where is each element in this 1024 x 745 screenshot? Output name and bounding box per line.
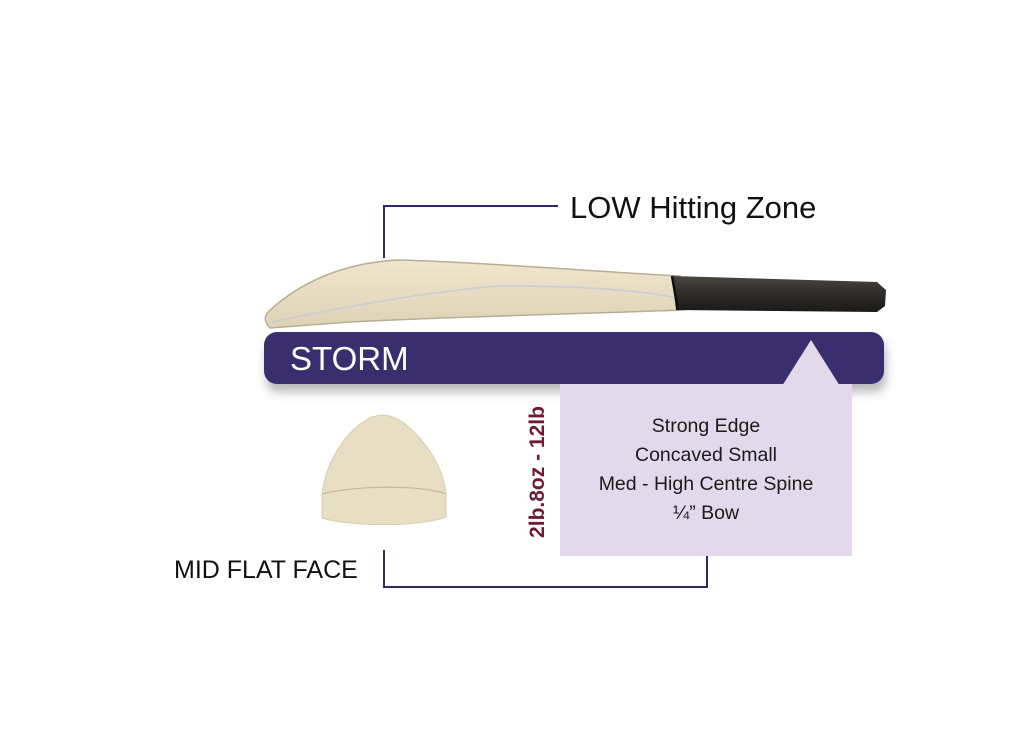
bat-profile — [264, 259, 886, 329]
bat-handle-shape — [672, 276, 886, 312]
bat-spine-line — [271, 285, 677, 323]
spec-item: Med - High Centre Spine — [598, 473, 814, 495]
hitting-zone-label: LOW Hitting Zone — [570, 190, 817, 225]
face-cross-section-shape — [321, 414, 447, 526]
spec-item: ¼” Bow — [672, 502, 740, 524]
weight-range-label: 2lb.8oz - 12lb — [526, 406, 549, 538]
triangle-up-icon — [782, 340, 840, 386]
spec-item: Concaved Small — [635, 444, 777, 466]
bat-blade-shape — [264, 259, 685, 329]
model-name: STORM — [290, 340, 409, 377]
face-type-label: MID FLAT FACE — [174, 556, 358, 584]
spec-box — [560, 384, 852, 556]
bat-shoulder-line — [670, 275, 680, 311]
hitting-zone-connector-line — [383, 205, 558, 258]
face-cross-section — [321, 414, 447, 526]
model-banner — [264, 332, 884, 384]
face-cross-section-edge-line — [321, 486, 447, 495]
spec-item: Strong Edge — [651, 415, 761, 437]
face-connector-line — [383, 550, 708, 588]
spec-list: Strong Edge Concaved Small Med - High Ce… — [560, 412, 852, 528]
